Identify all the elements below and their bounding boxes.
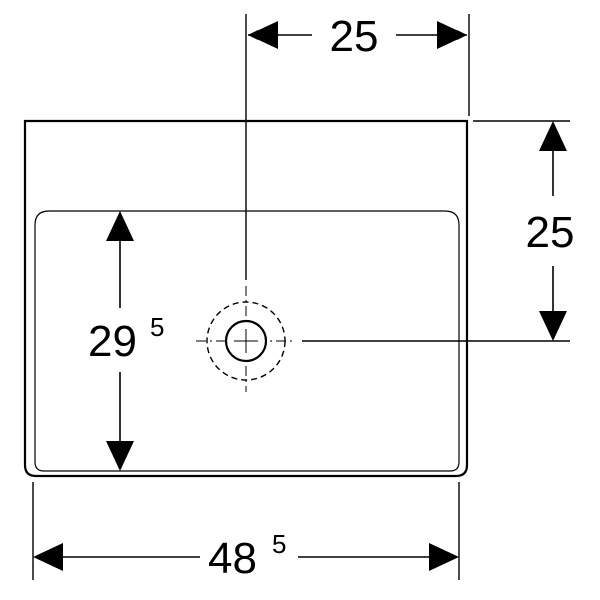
bottom-width-superscript: 5 [272,529,286,559]
top-width-label: 25 [330,12,379,61]
bottom-width-label: 48 [208,534,257,583]
drain-outer-circle [206,301,286,381]
right-dim-arrowhead-top [539,121,567,151]
inner-dim-arrowhead-top [106,211,134,241]
bowl-outline [34,210,460,472]
bottom-dim-arrowhead-right [429,543,459,571]
inner-dim-arrowhead-bottom [106,441,134,471]
basin-outline [23,119,469,478]
right-height-label: 25 [526,208,575,257]
bottom-dim-arrowhead-left [33,543,63,571]
top-dim-arrowhead-left [248,21,278,49]
top-dim-arrowhead-right [437,21,467,49]
inner-height-label: 29 [88,317,137,366]
right-dim-arrowhead-bottom [539,311,567,341]
inner-height-superscript: 5 [150,312,164,342]
